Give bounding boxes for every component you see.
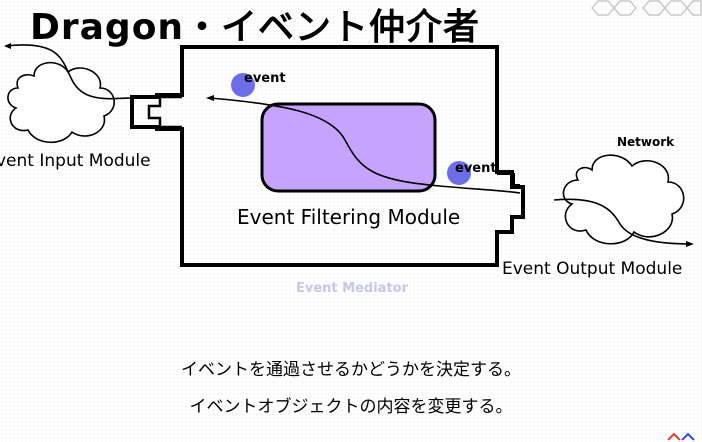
input-event-arrow [5,44,133,100]
network-label: Network [617,135,675,149]
event-input-module-label: vent Input Module [0,151,151,171]
event-label: event [244,71,286,86]
description-line-1: イベントを通過させるかどうかを決定する。 [181,360,521,380]
hexagon-pattern-icon [591,0,702,16]
output-event-arrow [553,198,691,245]
corner-mark [667,432,695,441]
event-flow-arrow [209,97,521,194]
event-ball-icon [231,73,255,97]
cloud-icon [562,154,685,245]
event-filtering-module-label: Event Filtering Module [237,205,461,229]
event-output-module-label: Event Output Module [502,259,683,279]
event-label: event [455,161,497,176]
event-ball-icon [447,161,471,185]
page-title: Dragon・イベント仲介者 [30,7,481,48]
cloud-icon [7,61,115,144]
description-line-2: イベントオブジェクトの内容を変更する。 [189,397,513,417]
event-mediator-box [130,45,525,267]
event-mediator-label: Event Mediator [296,281,409,296]
